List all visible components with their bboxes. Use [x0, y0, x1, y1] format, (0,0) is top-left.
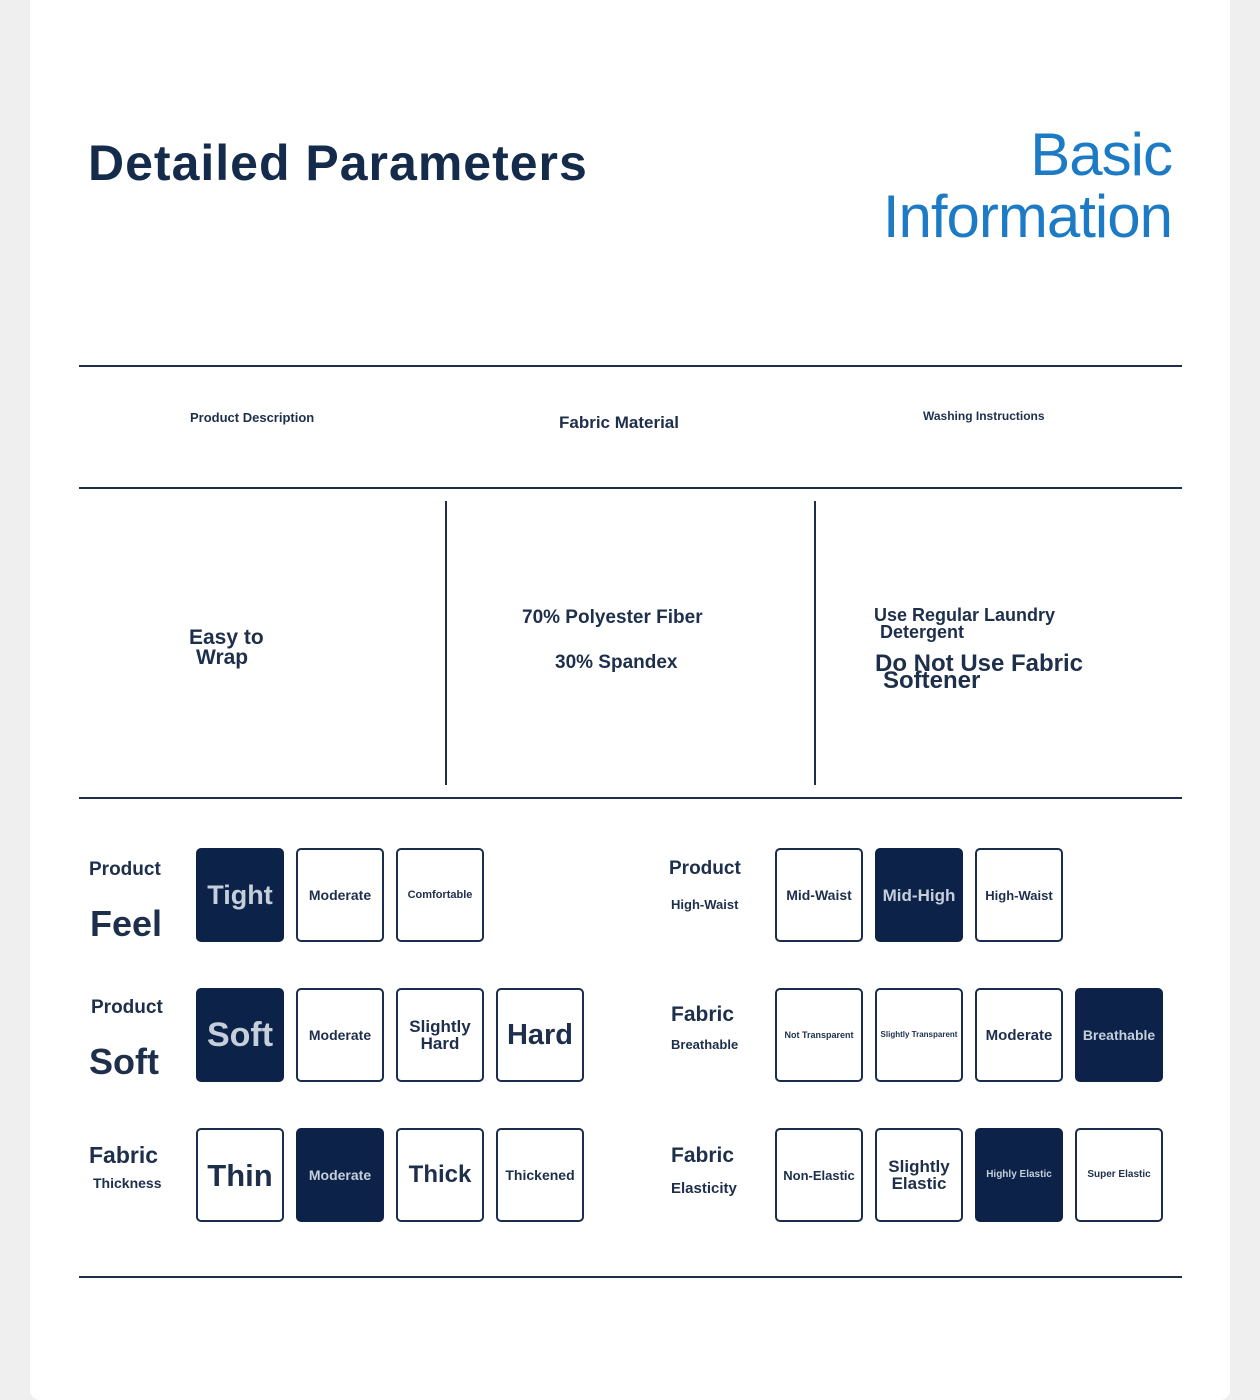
option-feel-tight[interactable]: Tight	[196, 848, 284, 942]
divider-bottom	[79, 797, 1182, 799]
label-product-soft-sub: Soft	[89, 1041, 159, 1082]
label-product-waist-sub: High-Waist	[671, 897, 739, 912]
value-material-1: 70% Polyester Fiber	[522, 607, 703, 628]
divider-footer	[79, 1276, 1182, 1278]
label-fabric-elasticity-top: Fabric	[671, 1144, 735, 1167]
option-thick-thin[interactable]: Thin	[196, 1128, 284, 1222]
divider-header	[79, 487, 1182, 489]
option-line: Hard	[420, 1034, 460, 1053]
page-title: Detailed Parameters	[88, 135, 588, 191]
value-line: Wrap	[196, 646, 249, 669]
option-breath-not-transparent[interactable]: Not Transparent	[775, 988, 863, 1082]
value-line: Detergent	[880, 622, 965, 642]
option-breath-breathable[interactable]: Breathable	[1075, 988, 1163, 1082]
option-soft-hard[interactable]: Hard	[496, 988, 584, 1082]
option-waist-mid-high[interactable]: Mid-High	[875, 848, 963, 942]
option-soft-moderate[interactable]: Moderate	[296, 988, 384, 1082]
option-breath-moderate[interactable]: Moderate	[975, 988, 1063, 1082]
option-line: Slightly	[888, 1157, 950, 1176]
value-line: Easy to	[189, 626, 264, 649]
option-feel-comfortable[interactable]: Comfortable	[396, 848, 484, 942]
option-elastic-super[interactable]: Super Elastic	[1075, 1128, 1163, 1222]
column-divider-2	[814, 501, 816, 785]
option-soft-soft[interactable]: Soft	[196, 988, 284, 1082]
option-waist-high[interactable]: High-Waist	[975, 848, 1063, 942]
option-elastic-non[interactable]: Non-Elastic	[775, 1128, 863, 1222]
label-fabric-breathable-sub: Breathable	[671, 1037, 739, 1052]
option-thick-moderate[interactable]: Moderate	[296, 1128, 384, 1222]
value-product-description: Easy to Wrap	[189, 626, 264, 669]
heading-fabric-material: Fabric Material	[559, 413, 679, 432]
column-divider-1	[445, 501, 447, 785]
divider-top	[79, 365, 1182, 367]
option-feel-moderate[interactable]: Moderate	[296, 848, 384, 942]
label-product-feel-top: Product	[89, 859, 161, 880]
option-breath-slightly-transparent[interactable]: Slightly Transparent	[875, 988, 963, 1082]
option-line: Slightly	[409, 1017, 471, 1036]
subtitle-line-2: Information	[882, 183, 1173, 250]
label-fabric-thickness-sub: Thickness	[93, 1175, 162, 1191]
label-product-waist-top: Product	[669, 858, 741, 879]
value-line: Do Not Use Fabric	[875, 650, 1084, 677]
value-line: Use Regular Laundry	[874, 605, 1056, 625]
label-fabric-elasticity-sub: Elasticity	[671, 1180, 737, 1197]
option-thick-thick[interactable]: Thick	[396, 1128, 484, 1222]
section-subtitle: Basic Information	[882, 121, 1173, 250]
option-elastic-highly[interactable]: Highly Elastic	[975, 1128, 1063, 1222]
label-fabric-breathable-top: Fabric	[671, 1003, 735, 1026]
value-material-2: 30% Spandex	[555, 652, 678, 673]
value-washing-2: Do Not Use Fabric Softener	[875, 650, 1084, 694]
heading-washing-instructions: Washing Instructions	[923, 409, 1045, 423]
option-thick-thickened[interactable]: Thickened	[496, 1128, 584, 1222]
label-fabric-thickness-top: Fabric	[89, 1142, 159, 1168]
value-line: Softener	[883, 667, 981, 694]
option-line: Elastic	[891, 1174, 947, 1193]
value-washing-1: Use Regular Laundry Detergent	[874, 605, 1056, 642]
label-product-feel-sub: Feel	[90, 903, 163, 944]
heading-product-description: Product Description	[190, 410, 315, 425]
subtitle-line-1: Basic	[1030, 121, 1173, 188]
option-waist-mid[interactable]: Mid-Waist	[775, 848, 863, 942]
label-product-soft-top: Product	[91, 997, 163, 1018]
